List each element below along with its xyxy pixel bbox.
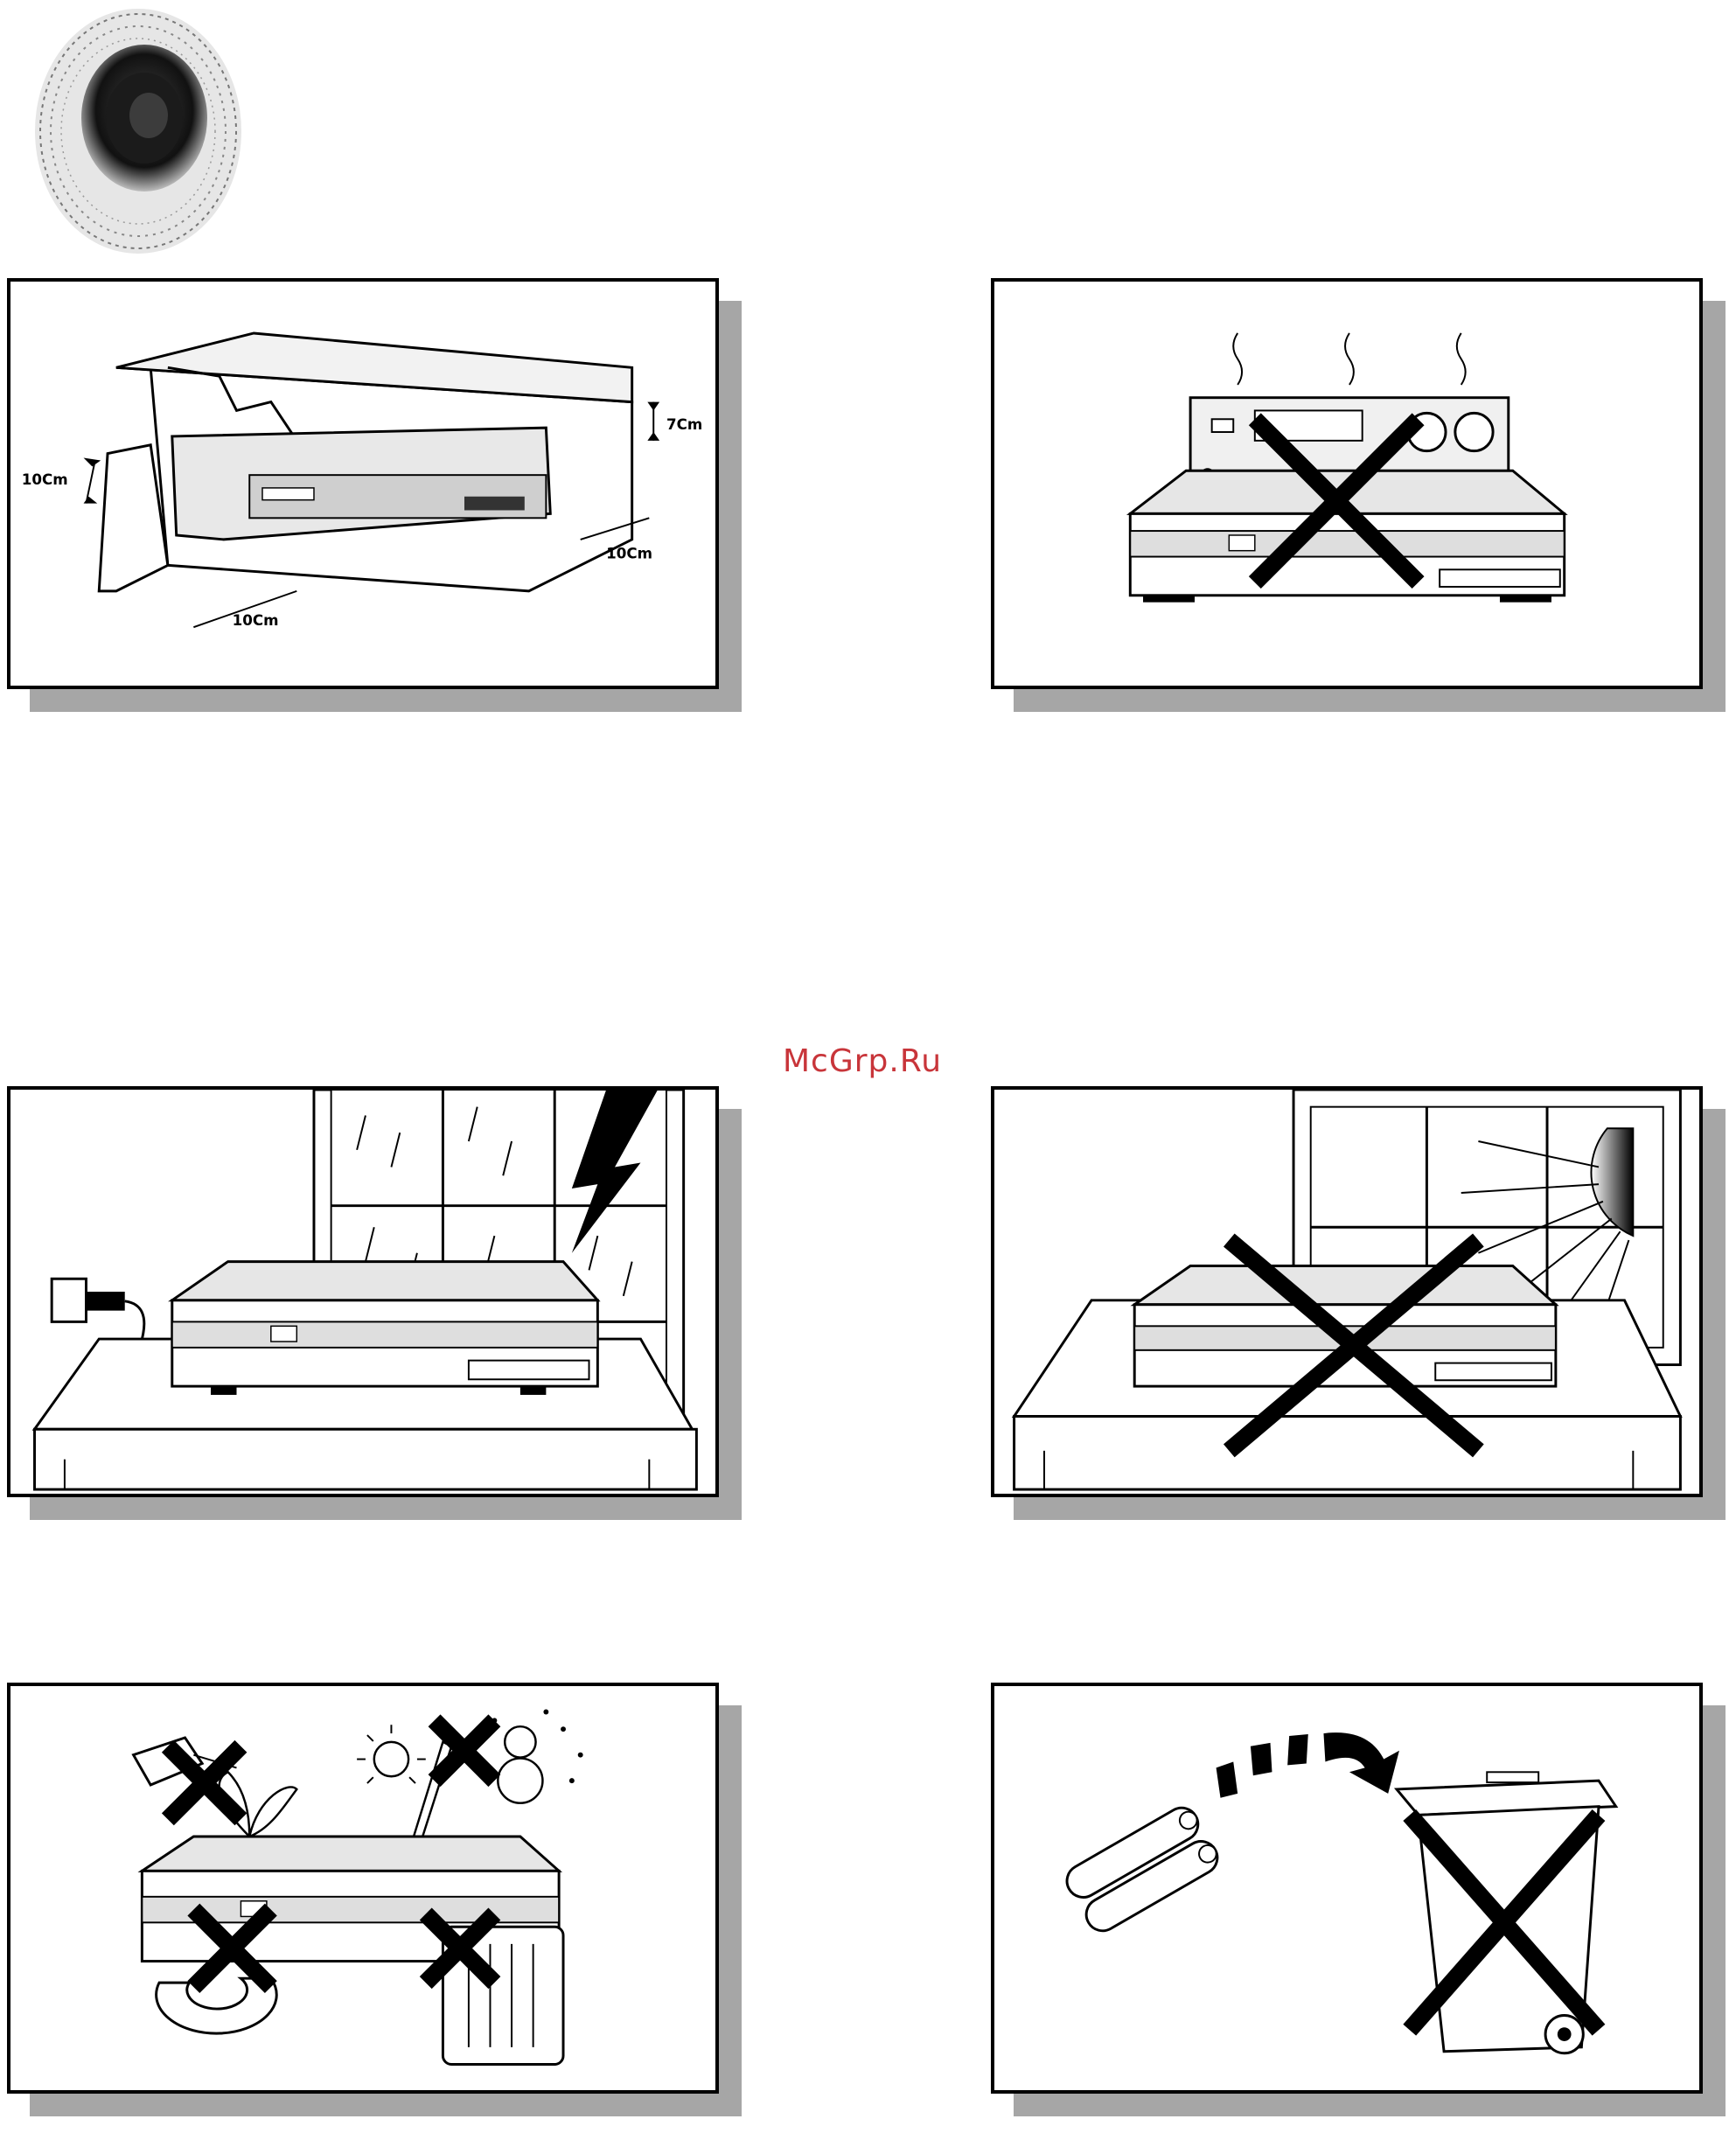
figure-no-sunlight xyxy=(991,1086,1703,1497)
watermark-text: McGrp.Ru xyxy=(783,1043,942,1079)
figure-battery-disposal xyxy=(991,1683,1703,2094)
label-front-10cm: 10Cm xyxy=(233,611,279,629)
label-top-7cm: 7Cm xyxy=(666,415,702,433)
speaker-logo xyxy=(26,0,254,262)
figure-clearance: 7Cm 10Cm 10Cm 10Cm xyxy=(7,278,719,689)
figure-no-stacking xyxy=(991,278,1703,689)
figure-storm-unplug xyxy=(7,1086,719,1497)
label-left-10cm: 10Cm xyxy=(22,471,68,488)
figure-no-water-heat-magnets xyxy=(7,1683,719,2094)
label-right-10cm: 10Cm xyxy=(606,545,652,562)
